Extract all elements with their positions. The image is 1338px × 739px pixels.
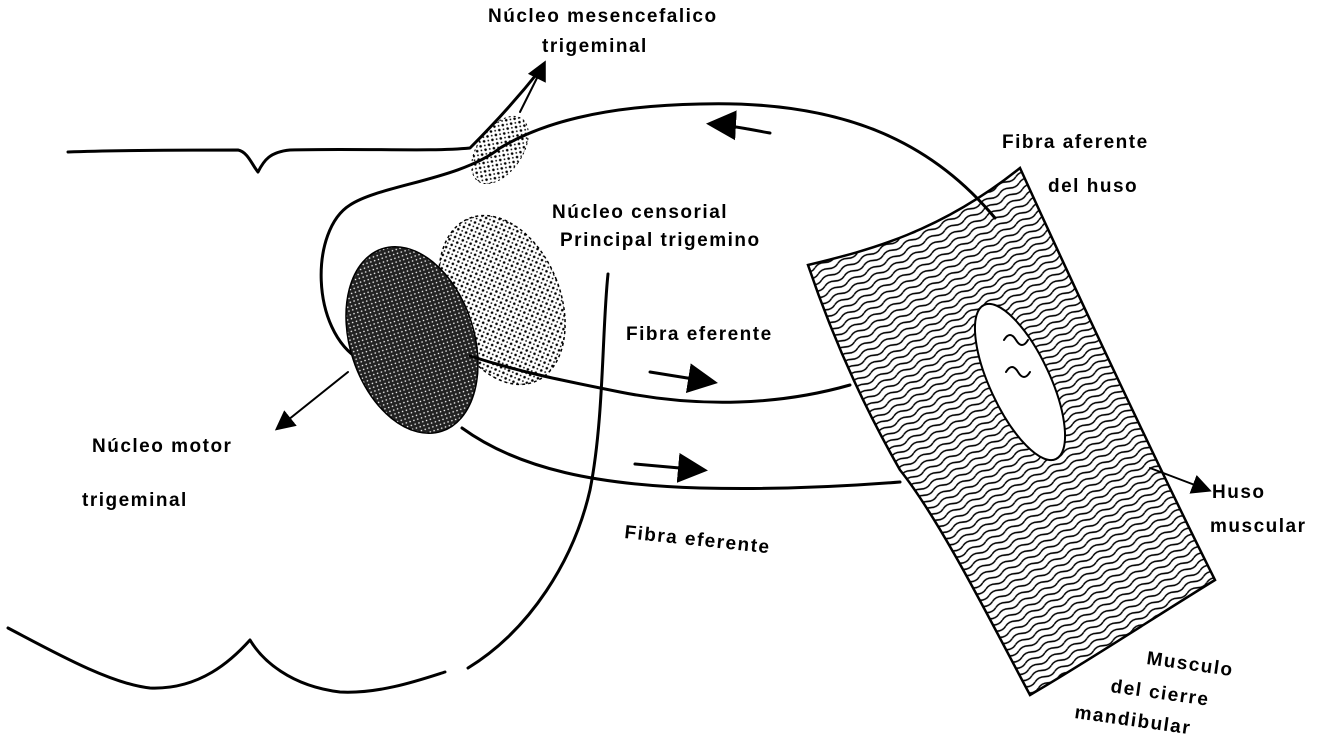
label-spindle-muscular: muscular [1210, 516, 1306, 537]
label-afferent-spindle: del huso [1048, 176, 1138, 197]
label-mesencephalic-nucleus: Núcleo mesencefalico [488, 6, 718, 27]
label-efferent-fiber-lower: Fibra eferente [623, 522, 771, 558]
label-muscle-2: del cierre [1109, 676, 1210, 711]
label-sensory-principal: Principal trigemino [560, 230, 761, 251]
afferent-arrow [712, 124, 770, 133]
label-mesencephalic-trigeminal: trigeminal [542, 36, 648, 57]
brainstem-upper-contour [68, 70, 540, 172]
label-sensory-nucleus: Núcleo censorial [552, 202, 728, 223]
efferent-arrow-upper [650, 372, 712, 382]
label-efferent-fiber-upper: Fibra eferente [626, 324, 773, 345]
mesencephalic-nucleus [460, 106, 540, 193]
brainstem-lower-contour [8, 628, 445, 692]
efferent-fiber-lower [462, 428, 900, 489]
label-muscle-3: mandibular [1073, 702, 1192, 739]
label-afferent-fiber: Fibra aferente [1002, 132, 1149, 153]
label-motor-trigeminal: trigeminal [82, 490, 188, 511]
label-spindle: Huso [1212, 482, 1266, 503]
efferent-arrow-lower [635, 464, 702, 470]
jaw-closing-muscle [808, 168, 1215, 695]
label-muscle-1: Musculo [1145, 648, 1235, 681]
motor-nucleus-pointer [278, 372, 348, 428]
label-motor-nucleus: Núcleo motor [92, 436, 232, 457]
